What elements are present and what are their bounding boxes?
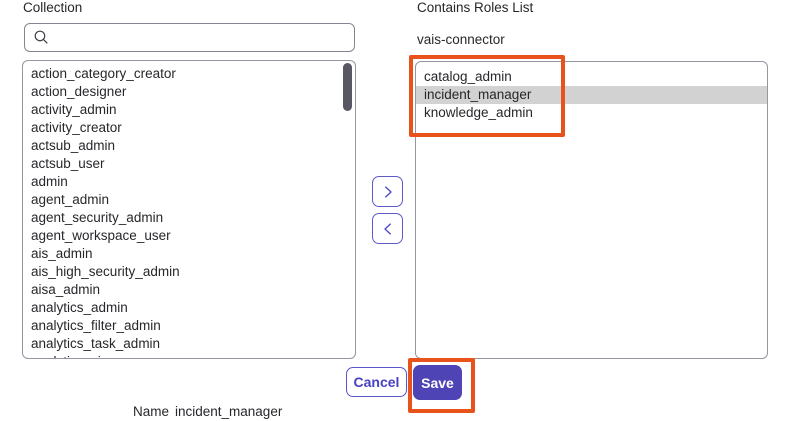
list-item[interactable]: analytics_filter_admin xyxy=(31,318,161,333)
list-item[interactable]: agent_workspace_user xyxy=(31,228,171,243)
scrollbar-thumb[interactable] xyxy=(343,63,352,111)
move-right-button[interactable] xyxy=(372,176,403,207)
name-label: Name xyxy=(133,404,170,419)
save-button[interactable]: Save xyxy=(413,365,462,400)
list-item[interactable]: agent_admin xyxy=(31,192,110,207)
collection-title: Collection xyxy=(23,0,83,15)
list-item[interactable]: activity_creator xyxy=(31,120,122,135)
list-item[interactable]: activity_admin xyxy=(31,102,117,117)
list-item[interactable]: admin xyxy=(31,174,68,189)
collection-search[interactable] xyxy=(24,23,355,52)
list-item[interactable]: action_category_creator xyxy=(31,66,176,81)
cancel-button[interactable]: Cancel xyxy=(346,367,407,397)
list-item-selected[interactable]: incident_manager xyxy=(416,86,767,104)
list-item[interactable]: ais_high_security_admin xyxy=(31,264,180,279)
chevron-right-icon xyxy=(379,183,397,201)
list-item[interactable]: analytics_admin xyxy=(31,300,128,315)
contains-roles-list[interactable]: catalog_admin incident_manager knowledge… xyxy=(415,61,768,359)
search-icon xyxy=(33,29,50,46)
list-item[interactable]: analytics_viewer xyxy=(23,353,355,358)
list-item[interactable]: agent_security_admin xyxy=(31,210,164,225)
list-item[interactable]: knowledge_admin xyxy=(424,105,533,120)
search-input[interactable] xyxy=(56,23,354,52)
list-item[interactable]: catalog_admin xyxy=(424,69,512,84)
list-item[interactable]: analytics_task_admin xyxy=(31,336,161,351)
collection-name-label: vais-connector xyxy=(417,32,505,47)
list-item[interactable]: ais_admin xyxy=(31,246,93,261)
name-value: incident_manager xyxy=(175,404,283,419)
list-item[interactable]: actsub_user xyxy=(31,156,105,171)
list-item[interactable]: aisa_admin xyxy=(31,282,101,297)
move-left-button[interactable] xyxy=(372,213,403,244)
contains-roles-title: Contains Roles List xyxy=(417,0,534,15)
chevron-left-icon xyxy=(379,220,397,238)
list-item[interactable]: action_designer xyxy=(31,84,127,99)
list-item[interactable]: actsub_admin xyxy=(31,138,116,153)
